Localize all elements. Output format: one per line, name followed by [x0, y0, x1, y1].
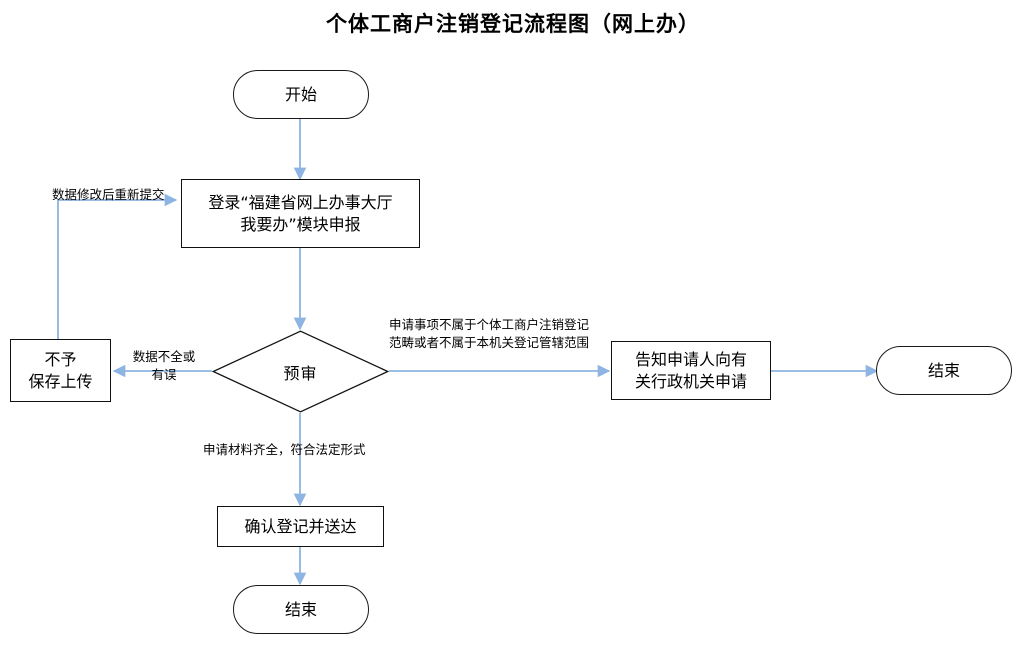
node-end-right[interactable]: 结束 [876, 346, 1012, 395]
node-login-label: 登录“福建省网上办事大厅 我要办”模块申报 [208, 192, 393, 234]
node-confirm-register-label: 确认登记并送达 [244, 516, 357, 536]
node-review-decision[interactable]: 预审 [212, 330, 389, 413]
diamond-shape [212, 330, 389, 413]
node-review-label: 预审 [283, 363, 318, 383]
page-title: 个体工商户注销登记流程图（网上办） [326, 11, 700, 36]
node-login[interactable]: 登录“福建省网上办事大厅 我要办”模块申报 [181, 179, 420, 248]
edge-label-out-of-scope: 申请事项不属于个体工商户注销登记 范畴或者不属于本机关登记管辖范围 [389, 317, 590, 351]
edge-label-materials-complete: 申请材料齐全，符合法定形式 [203, 442, 366, 457]
edge-label-resubmit: 数据修改后重新提交 [52, 187, 165, 202]
node-notify-applicant[interactable]: 告知申请人向有 关行政机关申请 [611, 341, 771, 400]
node-end-bottom[interactable]: 结束 [233, 585, 369, 634]
node-start[interactable]: 开始 [233, 70, 369, 119]
node-confirm-register[interactable]: 确认登记并送达 [217, 506, 384, 547]
node-start-label: 开始 [284, 84, 317, 104]
edge-reject-to-login [57, 193, 178, 339]
node-reject-save[interactable]: 不予 保存上传 [10, 339, 111, 402]
edge-label-data-incomplete: 数据不全或 有误 [132, 349, 196, 383]
node-reject-save-label: 不予 保存上传 [28, 349, 93, 391]
node-notify-applicant-label: 告知申请人向有 关行政机关申请 [634, 349, 747, 391]
node-end-bottom-label: 结束 [284, 599, 317, 619]
node-end-right-label: 结束 [927, 360, 960, 380]
